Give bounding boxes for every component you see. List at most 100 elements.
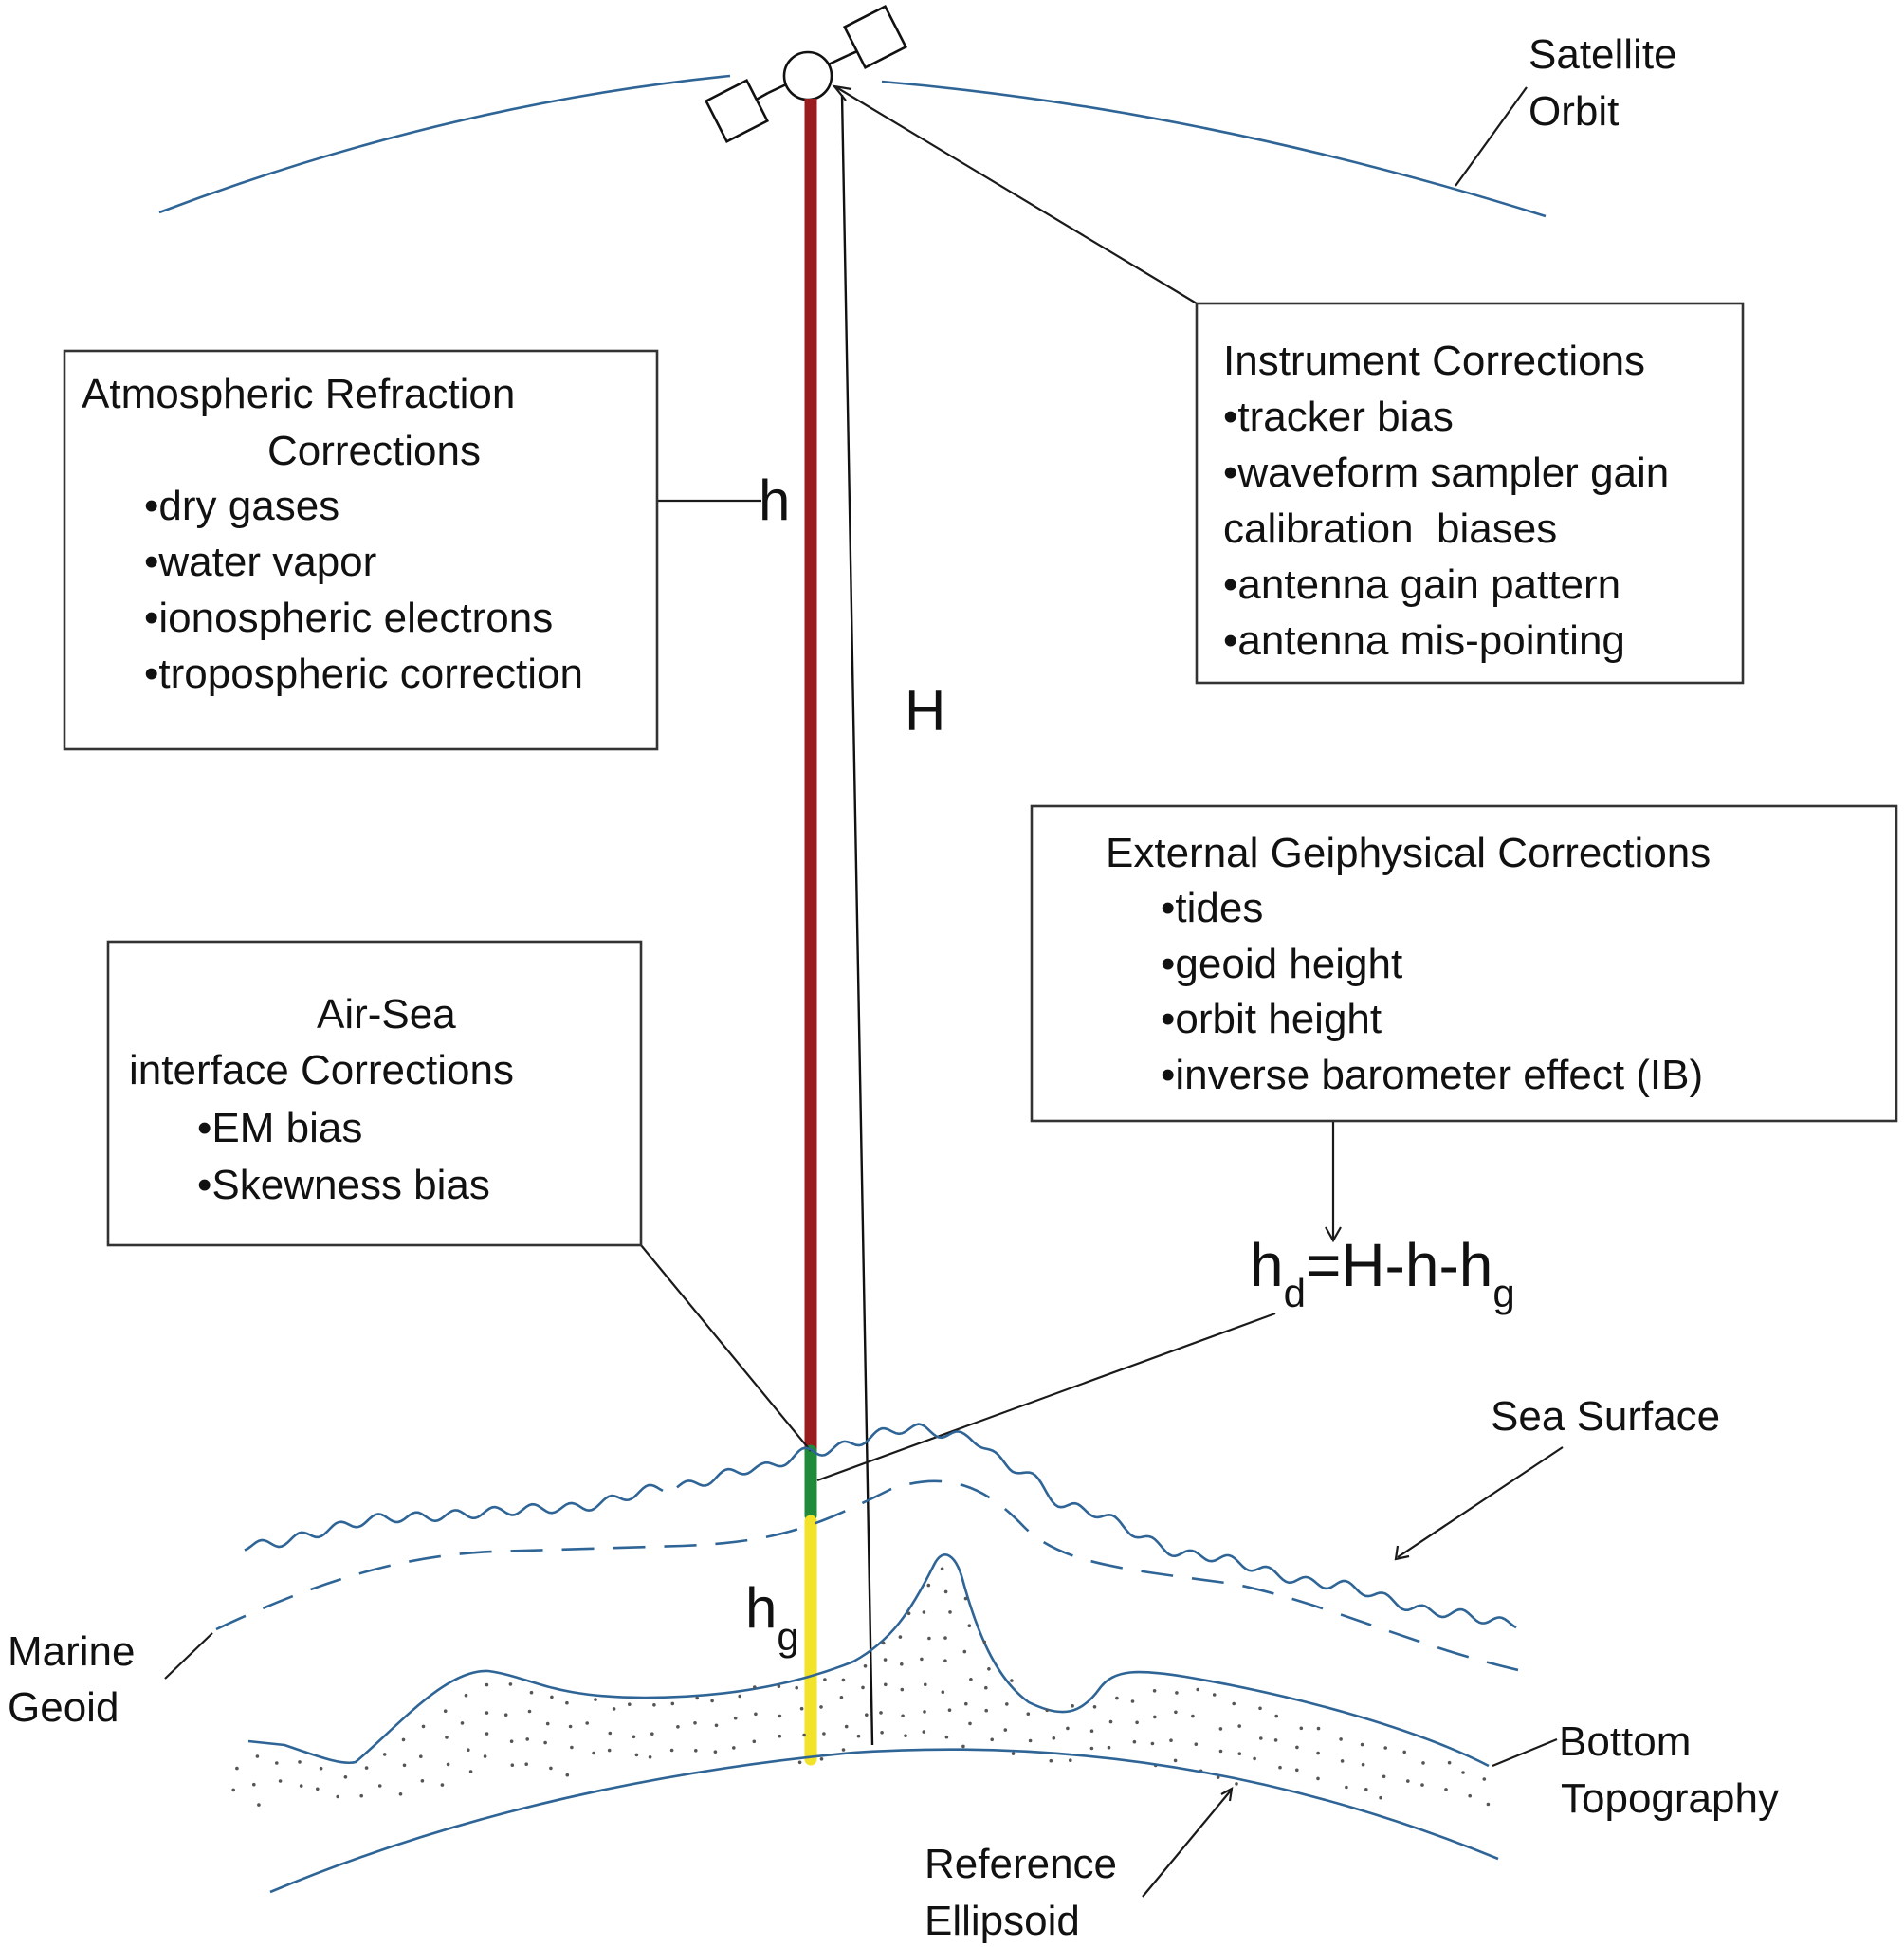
reference-ellipsoid-leader-arrowhead	[1220, 1786, 1234, 1802]
sediment-dot	[467, 1748, 470, 1752]
sediment-dot	[964, 1701, 968, 1706]
sediment-dot	[440, 1783, 445, 1787]
satellite-orbit-arc-right	[881, 80, 1547, 218]
airsea-item: •EM bias	[197, 1105, 362, 1151]
external-item: •tides	[1161, 885, 1263, 931]
sediment-dot	[839, 1696, 844, 1699]
sediment-dot	[1273, 1738, 1278, 1742]
sea-surface-curve	[244, 1423, 1517, 1629]
sediment-dot	[1045, 1708, 1049, 1713]
sediment-dot	[922, 1730, 926, 1734]
sediment-dot	[1253, 1756, 1256, 1761]
instrument-corrections-box: Instrument Corrections •tracker bias •wa…	[1195, 302, 1745, 685]
sediment-dot	[943, 1636, 947, 1640]
instrument-leader-arrowhead	[832, 84, 852, 101]
satellite-orbit-leader-line	[1455, 86, 1528, 187]
sediment-dot	[1420, 1783, 1424, 1787]
sediment-dot	[941, 1690, 945, 1694]
sediment-dot	[336, 1794, 340, 1799]
sediment-dot	[1028, 1738, 1033, 1743]
sediment-dot	[319, 1766, 323, 1771]
sediment-dot	[1237, 1724, 1241, 1728]
marine-geoid-leader-line	[164, 1632, 213, 1680]
sediment-dot	[969, 1678, 973, 1681]
sediment-dot	[1232, 1701, 1236, 1706]
satellite-orbit-label-line-2: Orbit	[1529, 88, 1619, 135]
sediment-dot	[508, 1682, 513, 1686]
sediment-dot	[799, 1706, 804, 1711]
sediment-dot	[1196, 1687, 1199, 1692]
sediment-dot	[594, 1698, 597, 1701]
sediment-dot	[524, 1762, 528, 1766]
sediment-dot	[648, 1755, 652, 1759]
sediment-dot	[1011, 1752, 1016, 1755]
sediment-dot	[947, 1708, 952, 1712]
sediment-dot	[252, 1782, 256, 1787]
sediment-dot	[984, 1708, 988, 1713]
sediment-dot	[255, 1754, 260, 1758]
sediment-dot	[778, 1714, 782, 1718]
sediment-dot	[299, 1784, 303, 1788]
sediment-dot	[967, 1624, 972, 1627]
sea-surface-leader-arrowhead	[1394, 1545, 1410, 1561]
sediment-dot	[377, 1784, 382, 1788]
sediment-dot	[1132, 1739, 1137, 1744]
sediment-dot	[275, 1761, 279, 1765]
sediment-dot	[1175, 1691, 1179, 1695]
sediment-dot	[1278, 1765, 1282, 1770]
sediment-dot	[419, 1754, 423, 1758]
sediment-dot	[1237, 1752, 1242, 1755]
sediment-dot	[1402, 1750, 1406, 1754]
sediment-dot	[1108, 1719, 1113, 1724]
sediment-dot	[865, 1713, 869, 1717]
sediment-dot	[1107, 1745, 1111, 1750]
sediment-dot	[984, 1685, 988, 1690]
sediment-dot	[982, 1640, 987, 1644]
sediment-dot	[446, 1762, 450, 1767]
atmospheric-item: •dry gases	[144, 483, 339, 529]
sediment-dot	[1218, 1749, 1223, 1754]
sediment-dot	[1218, 1727, 1223, 1731]
total-height-line	[840, 94, 874, 1746]
external-item: •orbit height	[1161, 996, 1382, 1042]
instrument-item: •tracker bias	[1223, 394, 1454, 440]
sediment-dot	[822, 1732, 826, 1736]
formula-part: d	[1284, 1271, 1306, 1315]
bottom-topography-leader-line	[1492, 1737, 1558, 1768]
sediment-dot	[460, 1721, 465, 1725]
bottom-topography-curve	[247, 1553, 1490, 1768]
satellite-orbit-label-line-1: Satellite	[1529, 31, 1677, 78]
sediment-dot	[922, 1610, 926, 1614]
sediment-dot	[1212, 1693, 1217, 1697]
sediment-dot	[510, 1763, 515, 1767]
sediment-dot	[1152, 1689, 1157, 1693]
sediment-dot	[713, 1750, 718, 1754]
sediment-dot	[841, 1748, 846, 1752]
sediment-dot	[797, 1760, 802, 1765]
sediment-dot	[1115, 1696, 1119, 1700]
sediment-dot	[1169, 1738, 1173, 1742]
sediment-dot	[359, 1793, 364, 1798]
sediment-dot	[1052, 1736, 1056, 1740]
sediment-dot	[550, 1695, 554, 1699]
sediment-dot	[628, 1702, 632, 1706]
sediment-dot	[883, 1658, 888, 1662]
sediment-dot	[1361, 1762, 1365, 1767]
sediment-dot	[841, 1678, 846, 1682]
sediment-dot	[961, 1744, 965, 1749]
sediment-dot	[612, 1707, 616, 1711]
sediment-dot	[1364, 1788, 1368, 1791]
sediment-dot	[823, 1678, 827, 1681]
sediment-dot	[693, 1721, 697, 1725]
sediment-dot	[1383, 1746, 1387, 1750]
sediment-dot	[926, 1583, 931, 1588]
marine-geoid-label-line-1: Marine	[8, 1628, 136, 1675]
sediment-dot	[565, 1700, 569, 1705]
sediment-dot	[585, 1721, 589, 1725]
sediment-dot	[962, 1649, 967, 1654]
atmospheric-refraction-box: Atmospheric Refraction Corrections •dry …	[63, 349, 659, 751]
atmospheric-item: •ionospheric electrons	[144, 595, 553, 641]
sediment-dot	[753, 1685, 757, 1689]
formula-leader-line	[816, 1312, 1276, 1482]
sediment-dot	[714, 1723, 719, 1728]
